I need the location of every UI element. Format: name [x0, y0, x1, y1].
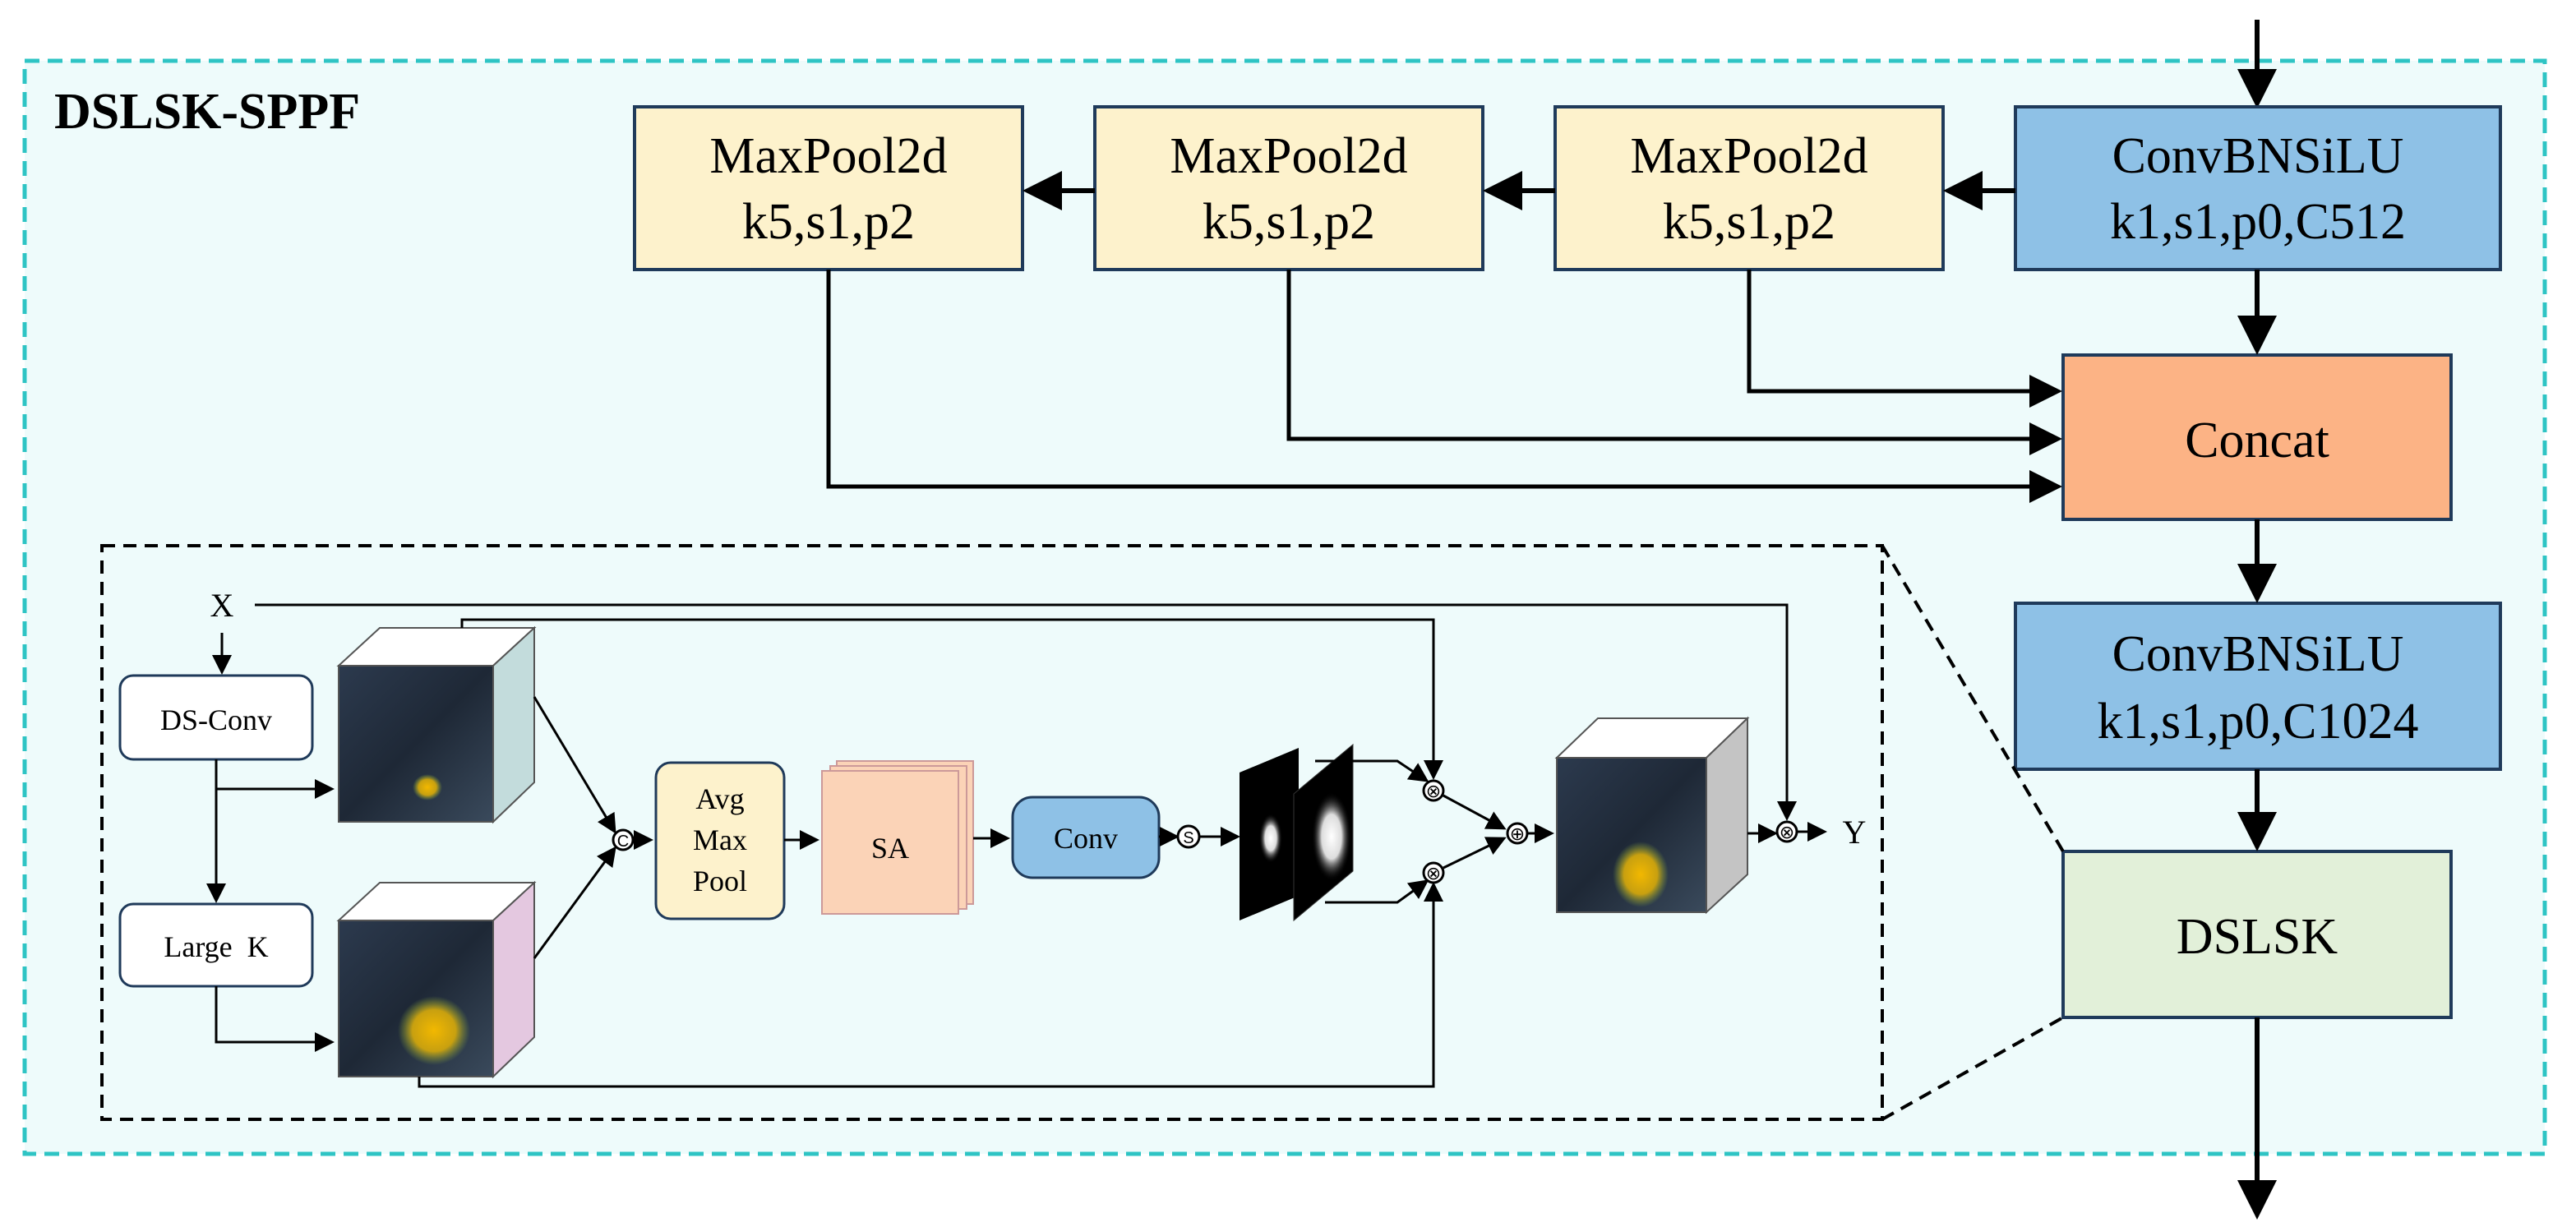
conv-bottom: ConvBNSiLU k1,s1,p0,C1024	[2014, 602, 2502, 771]
mask1-to-mult1	[1315, 759, 1429, 782]
mask2-to-mult2	[1325, 879, 1429, 904]
detail-conv-block: Conv	[1011, 796, 1161, 879]
mult1-to-add	[1443, 794, 1507, 830]
maxpool-1: MaxPool2d k5,s1,p2	[633, 105, 1024, 271]
maxpool-3-line1: MaxPool2d	[1630, 128, 1867, 184]
concat-op: C	[612, 828, 635, 851]
detail-conv-label: Conv	[1054, 822, 1118, 855]
arrow-mp3-to-concat	[1747, 270, 2062, 408]
maxpool-2: MaxPool2d k5,s1,p2	[1093, 105, 1484, 271]
pool-line2: Max	[693, 823, 747, 856]
sa-block: SA	[821, 760, 974, 915]
zoom-connector-bottom	[1881, 1016, 2064, 1121]
multiply-op-1: ⊗	[1422, 779, 1445, 802]
maxpool-3-line2: k5,s1,p2	[1663, 194, 1835, 250]
conv-top-line1: ConvBNSiLU	[2112, 128, 2404, 184]
zoom-connector-top	[1881, 544, 2065, 853]
concat-block: Concat	[2061, 353, 2453, 521]
sa-label: SA	[871, 832, 909, 865]
pool-line3: Pool	[693, 865, 747, 897]
detail-input-x: X	[210, 587, 234, 624]
conv-top: ConvBNSiLU k1,s1,p0,C512	[2014, 105, 2502, 271]
large-k-label: Large K	[164, 930, 268, 963]
add-op-label: ⊕	[1510, 824, 1525, 845]
arrow-mp1-to-concat	[826, 270, 2062, 503]
conv-top-line2: k1,s1,p0,C512	[2110, 194, 2406, 250]
final-multiply-op: ⊗	[1775, 820, 1798, 843]
conv-bottom-line2: k1,s1,p0,C1024	[2098, 694, 2419, 750]
cube2-to-concatop	[533, 846, 616, 959]
conv-bottom-line1: ConvBNSiLU	[2112, 626, 2404, 682]
multiply-op-1-label: ⊗	[1426, 782, 1441, 802]
detail-output-y: Y	[1843, 814, 1867, 851]
maxpool-1-line2: k5,s1,p2	[742, 194, 915, 250]
arrow-mp2-to-concat	[1286, 270, 2062, 455]
feature-cube-2	[336, 880, 537, 1079]
pool-line1: Avg	[695, 782, 744, 815]
large-k-block: Large K	[118, 902, 314, 988]
avg-max-pool-block: Avg Max Pool	[654, 761, 786, 920]
x-skip-line	[255, 603, 1797, 821]
largek-to-cube2-arrow	[215, 986, 335, 1052]
sigmoid-op-label: S	[1183, 829, 1193, 847]
concat-op-label: C	[617, 833, 629, 851]
feature-cube-3	[1554, 716, 1750, 915]
ds-conv-label: DS-Conv	[160, 703, 272, 736]
multiply-op-2: ⊗	[1422, 861, 1445, 884]
sigmoid-op: S	[1176, 824, 1201, 849]
maxpool-1-line1: MaxPool2d	[709, 128, 947, 184]
maxpool-2-line1: MaxPool2d	[1170, 128, 1407, 184]
maxpool-3: MaxPool2d k5,s1,p2	[1553, 105, 1945, 271]
multiply-op-2-label: ⊗	[1426, 864, 1441, 884]
concat-label: Concat	[2185, 413, 2329, 468]
ds-conv-block: DS-Conv	[118, 674, 314, 761]
maxpool-2-line2: k5,s1,p2	[1203, 194, 1375, 250]
feature-cube-1	[336, 625, 537, 824]
dslsk-label: DSLSK	[2177, 909, 2338, 965]
mult2-to-add	[1443, 837, 1507, 870]
attention-maps	[1240, 743, 1354, 922]
final-multiply-op-label: ⊗	[1780, 823, 1794, 843]
dslsk-block: DSLSK	[2061, 850, 2453, 1019]
add-op: ⊕	[1506, 822, 1529, 845]
cube1-to-concatop	[533, 696, 616, 834]
frame-title: DSLSK-SPPF	[54, 84, 360, 140]
cube1-skip-line	[460, 618, 1443, 780]
cube2-skip-line	[418, 882, 1443, 1088]
